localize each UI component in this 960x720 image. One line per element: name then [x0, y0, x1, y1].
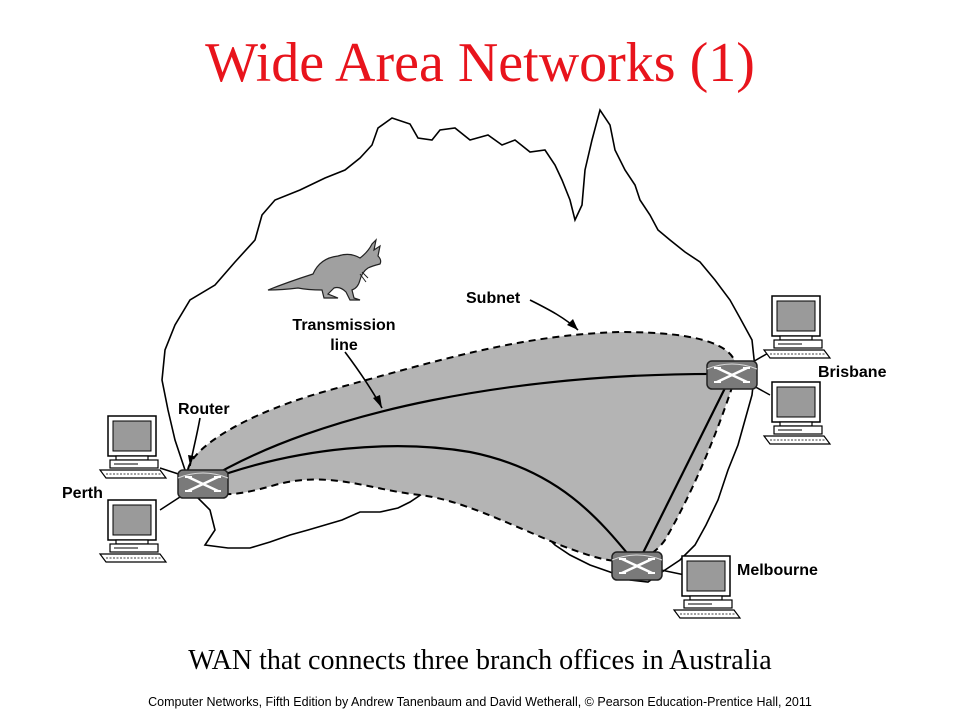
figure-caption: WAN that connects three branch offices i…	[188, 645, 772, 676]
computer-icon	[99, 415, 167, 479]
computer-icon	[673, 555, 741, 619]
line-perth-brisbane	[202, 372, 733, 483]
label-subnet: Subnet	[466, 290, 521, 307]
label-transmission-1: Transmission	[292, 317, 395, 334]
label-transmission-2: line	[330, 337, 358, 354]
kangaroo-icon	[267, 238, 382, 301]
line-perth-melbourne	[202, 445, 638, 566]
label-melbourne: Melbourne	[737, 562, 818, 579]
line-brisbane-melbourne	[636, 373, 733, 566]
computer-icon	[763, 381, 831, 445]
router-icon	[176, 468, 230, 500]
router-icon	[705, 359, 759, 391]
router-icon	[610, 550, 664, 582]
label-perth: Perth	[62, 485, 103, 502]
label-router: Router	[178, 401, 230, 418]
computer-icon	[763, 295, 831, 359]
label-brisbane: Brisbane	[818, 364, 887, 381]
computer-icon	[99, 499, 167, 563]
slide-title: Wide Area Networks (1)	[205, 32, 755, 94]
footer-credit: Computer Networks, Fifth Edition by Andr…	[148, 695, 812, 709]
subnet-region	[186, 330, 738, 563]
